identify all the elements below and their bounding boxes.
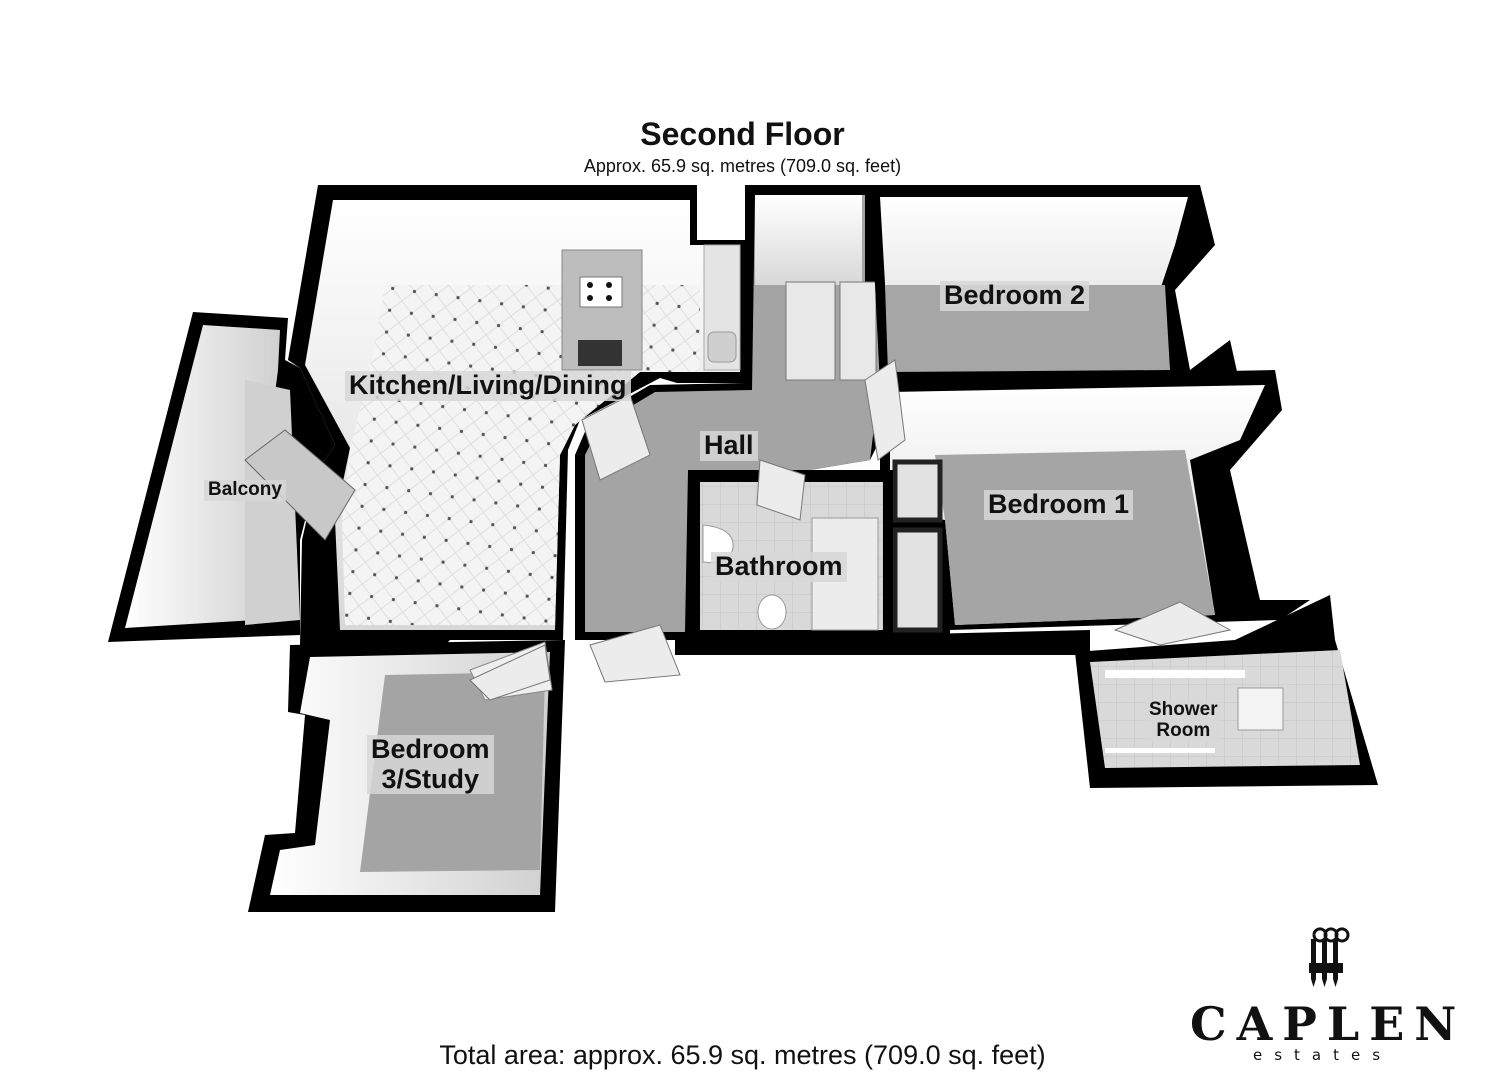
room-label-bedroom-3-study: Bedroom 3/Study (367, 734, 494, 795)
balcony-room (108, 312, 335, 642)
room-label-shower-line1: Shower (1149, 699, 1218, 720)
caplen-logo: CAPLEN estates (1190, 925, 1467, 1065)
floor-title: Second Floor (640, 116, 845, 152)
floor-area-subtitle: Approx. 65.9 sq. metres (709.0 sq. feet) (583, 156, 902, 176)
logo-wordmark: CAPLEN (1190, 997, 1467, 1051)
room-label-kitchen: Kitchen/Living/Dining (345, 370, 631, 401)
towel-heater (1237, 687, 1284, 731)
total-area: Total area: approx. 65.9 sq. metres (709… (439, 1040, 1046, 1070)
room-label-bedroom-1: Bedroom 1 (984, 489, 1134, 520)
room-label-bedroom-2: Bedroom 2 (940, 280, 1090, 311)
room-label-bathroom: Bathroom (711, 551, 847, 582)
keys-icon (1309, 927, 1350, 987)
room-label-hall: Hall (700, 430, 758, 461)
hall-area (575, 185, 895, 640)
room-label-shower-room: Shower Room (1145, 699, 1222, 742)
doors (244, 359, 1232, 701)
room-label-bedroom-3-line2: 3/Study (381, 763, 480, 794)
room-label-balcony: Balcony (204, 479, 286, 501)
toilet (757, 594, 787, 630)
room-label-shower-line2: Room (1156, 719, 1211, 741)
kitchen-living-dining-room (288, 185, 745, 645)
logo-tagline: estates (1252, 1046, 1393, 1064)
room-label-bedroom-3-line1: Bedroom (371, 734, 490, 764)
